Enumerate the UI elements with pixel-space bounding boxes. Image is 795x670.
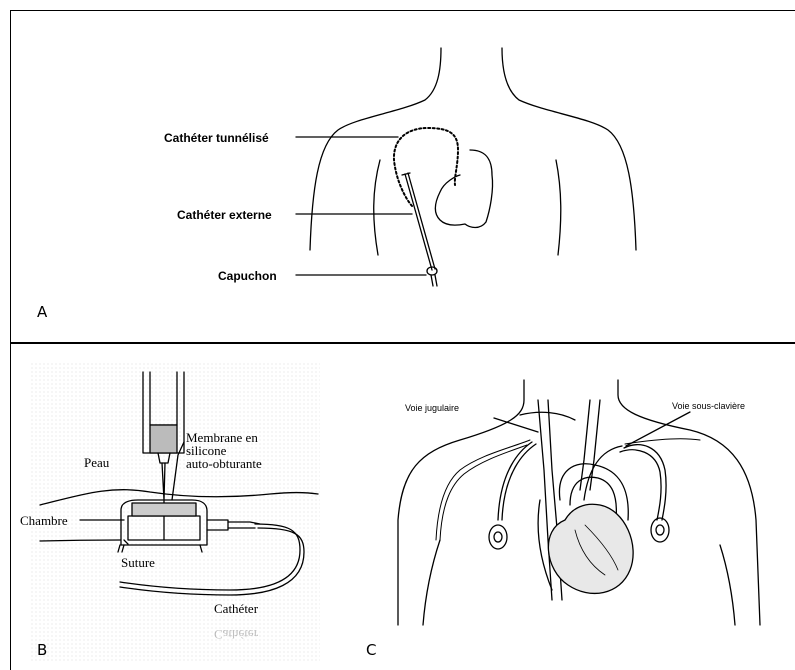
panel-b-letter: B xyxy=(37,641,47,659)
label-skin: Peau xyxy=(84,456,109,469)
label-external-catheter: Cathéter externe xyxy=(177,208,272,222)
external-catheter xyxy=(402,173,437,286)
label-cap: Capuchon xyxy=(218,269,277,283)
label-catheter-reflection: Cathéter xyxy=(214,628,258,641)
label-subclavian: Voie sous-clavière xyxy=(672,401,745,411)
heart-and-vessels xyxy=(538,400,633,600)
tunnelled-catheter xyxy=(394,128,458,206)
port-chamber xyxy=(121,500,260,545)
label-membrane-line3: auto-obturante xyxy=(186,457,262,470)
jugular-catheter xyxy=(436,440,536,549)
torso-outline xyxy=(310,48,636,255)
panel-a-letter: A xyxy=(37,303,47,321)
label-suture: Suture xyxy=(121,556,155,569)
label-catheter: Cathéter xyxy=(214,602,258,615)
label-chamber: Chambre xyxy=(20,514,68,527)
label-tunnelled-catheter: Cathéter tunnélisé xyxy=(164,131,269,145)
panel-c-letter: C xyxy=(366,641,376,659)
label-jugular: Voie jugulaire xyxy=(405,403,459,413)
